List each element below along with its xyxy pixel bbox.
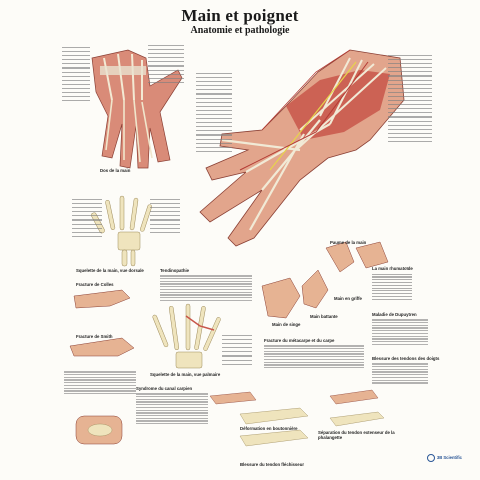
caption-deformation: Déformation en boutonnière [240,426,298,431]
dorsal-labels-right [148,42,184,86]
caption-skeleton-dorsal: Squelette de la main, vue dorsale [76,268,144,273]
caption-skeleton-palmar: Squelette de la main, vue palmaire [150,372,221,377]
caption-smith: Fracture de Smith [76,334,113,339]
rheumatoid-bullet-list [372,272,412,301]
palm-illustration [199,49,405,247]
brand-logo: 3B Scientific [426,454,462,462]
metacarpal-paragraph [264,344,364,370]
caption-mallet: Main battante [310,314,338,319]
pathology-hands [261,241,389,319]
caption-dupuytren: Maladie de Dupuytren [372,312,417,317]
poster-subtitle: Anatomie et pathologie [190,25,290,36]
caption-phalanx-separation: Séparation du tendon extenseur de la pha… [318,430,395,440]
caption-rheumatoid: La main rhumatoïde [372,266,413,271]
skeleton-dorsal-illustration [91,195,152,267]
carpal-tunnel-paragraph [136,392,208,426]
skeleton-palmar-illustration [152,303,221,369]
skeleton-labels-left [72,196,102,240]
palm-labels-left [196,70,232,155]
caption-extensor-injury: Blessure du tendon fléchisseur [240,462,304,467]
skeleton-labels-right [150,196,180,236]
flexor-injury-paragraph [372,362,428,385]
caption-claw: Main en griffe [334,296,362,301]
caption-carpal-tunnel: Syndrome du canal carpien [136,386,193,391]
poster-title: Main et poignet [181,6,299,25]
dorsal-labels-left [62,44,90,104]
brand-logo-text: 3B Scientific [436,455,462,461]
dorsal-hand-illustration [91,49,183,169]
fracture-illustrations [69,289,135,357]
caption-tendinopathy: Tendinopathie [160,268,190,273]
brand-logo-icon [426,454,435,462]
caption-colles: Fracture de Colles [76,282,114,287]
caption-palm-view: Paume de la main [330,240,367,245]
caption-dorsal-view: Dos de la main [100,168,131,173]
caption-ape: Main de singe [272,322,301,327]
palmar-skeleton-labels [222,332,252,368]
fracture-paragraph [64,370,136,396]
tendinopathy-paragraph [160,274,252,302]
caption-metacarpal-fractures: Fracture du métacarpe et du carpe [264,338,335,343]
dupuytren-paragraph [372,318,428,346]
caption-flexor-injury: Blessure des tendons des doigts [372,356,440,361]
palm-labels-right [388,52,432,145]
bottom-illustrations [75,389,385,447]
